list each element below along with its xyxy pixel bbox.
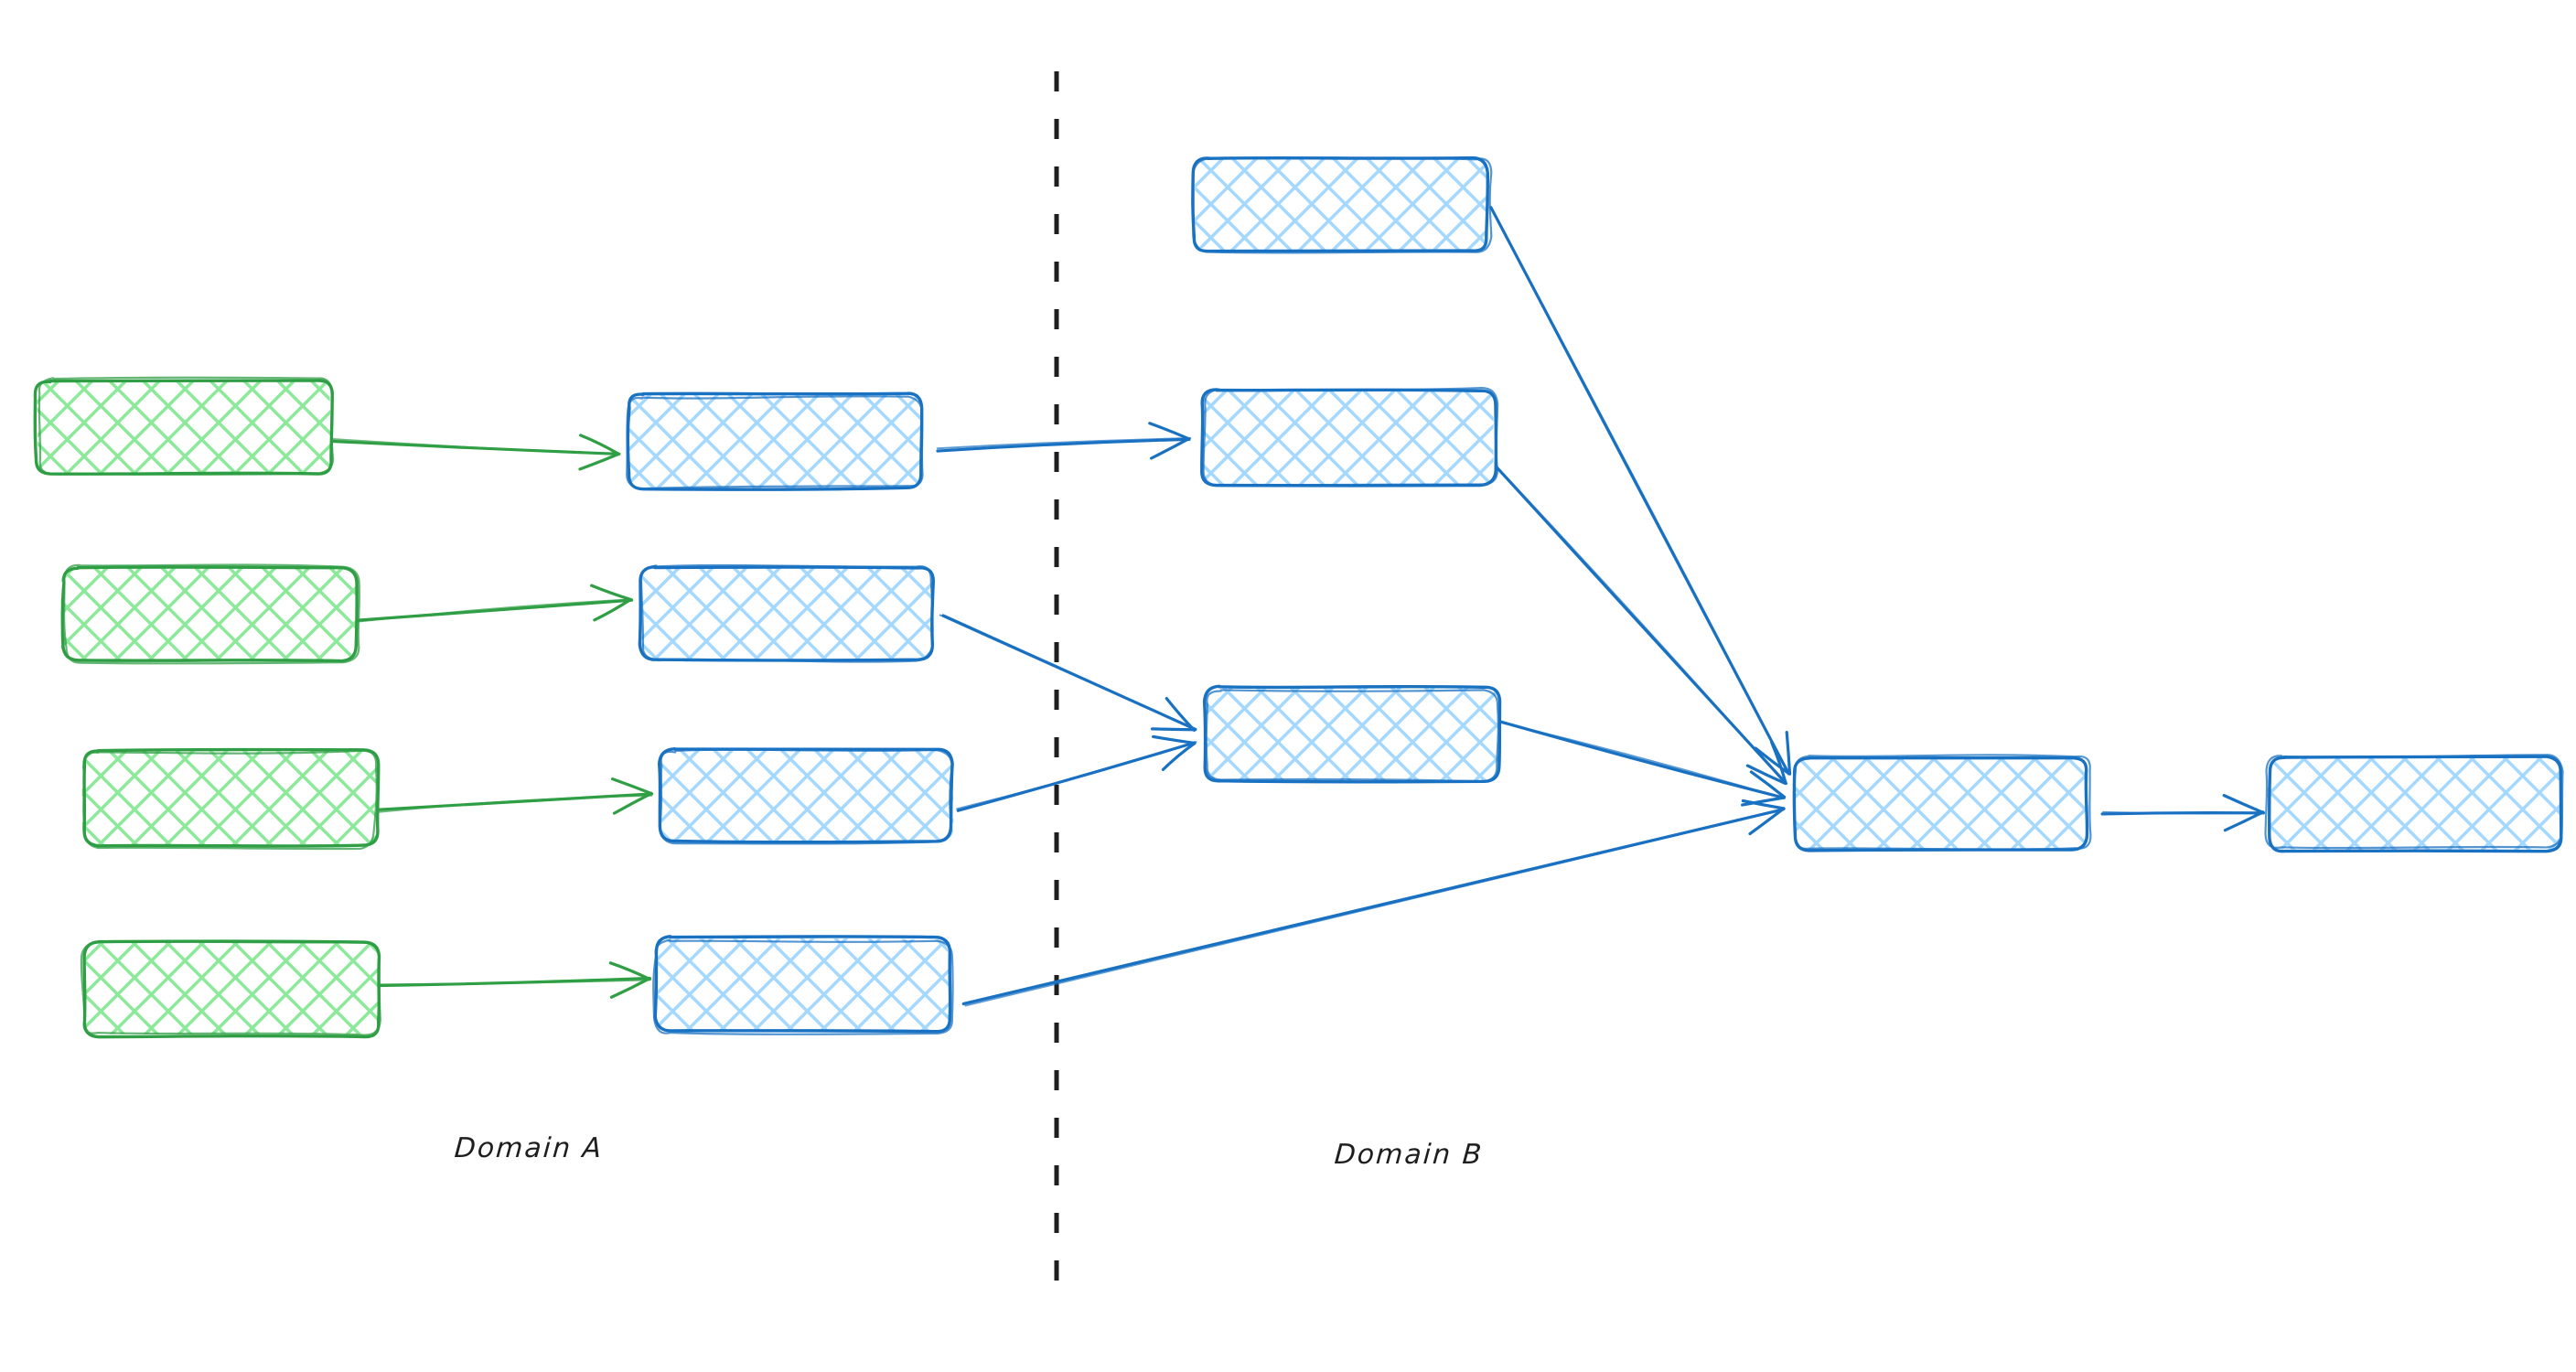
edge-a4-b4[interactable] [377, 961, 652, 999]
arrowhead-stroke [578, 452, 620, 471]
edge-a2-b2[interactable] [354, 584, 634, 623]
arrowhead-stroke [1148, 422, 1191, 441]
node-outline [626, 395, 924, 490]
node-outline [652, 938, 954, 1035]
node-b3[interactable] [657, 746, 954, 845]
arrowhead-stroke [1741, 799, 1786, 810]
label-domain-b: Domain B [1333, 1139, 1485, 1171]
node-fill [656, 938, 950, 1033]
arrowhead-stroke [1161, 742, 1197, 771]
node-outline [62, 563, 360, 665]
node-outline [1200, 388, 1498, 488]
edge-b4-d1[interactable] [961, 799, 1786, 1007]
arrowhead-stroke [590, 584, 633, 602]
edge-d1-e1[interactable] [2100, 794, 2266, 832]
node-fill [1795, 756, 2088, 851]
node-outline [80, 940, 381, 1036]
arrowhead-stroke [579, 434, 620, 456]
node-fill [1194, 155, 1488, 251]
node-outline [2268, 755, 2563, 853]
node-a4[interactable] [80, 939, 381, 1039]
node-fill [660, 748, 954, 843]
edge-line [329, 437, 619, 456]
edge-b1-c2[interactable] [936, 422, 1192, 460]
node-c2[interactable] [1200, 387, 1499, 488]
node-fill [83, 941, 380, 1034]
arrowhead-stroke [608, 961, 651, 981]
arrowhead-stroke [1741, 796, 1787, 807]
edge-line [956, 741, 1197, 810]
arrowhead-stroke [593, 597, 633, 622]
node-outline [2264, 754, 2564, 850]
arrowhead-stroke [1745, 764, 1787, 786]
arrowhead-stroke [1748, 807, 1786, 836]
node-outline [639, 563, 934, 663]
node-fill [1204, 687, 1499, 781]
node-outline [38, 376, 335, 476]
node-b1[interactable] [626, 391, 924, 491]
arrowhead-stroke [1749, 770, 1787, 799]
edge-line [1489, 206, 1790, 776]
edge-c3-d1[interactable] [1498, 720, 1787, 807]
node-outline [1792, 754, 2092, 851]
edge-line [939, 614, 1197, 730]
node-d1[interactable] [1792, 754, 2092, 852]
edge-line [936, 437, 1191, 453]
label-domain-a: Domain A [453, 1132, 605, 1164]
arrowhead-stroke [1150, 437, 1191, 460]
node-b4[interactable] [652, 935, 954, 1035]
node-outline [81, 749, 378, 851]
node-fill [81, 750, 378, 845]
edge-b3-c3[interactable] [956, 734, 1197, 812]
edge-c1-d1[interactable] [1489, 206, 1792, 776]
edge-line [1498, 721, 1785, 799]
node-outline [1202, 387, 1499, 487]
nodes-layer [33, 155, 2564, 1039]
node-e1[interactable] [2264, 754, 2564, 853]
node-b2[interactable] [638, 563, 935, 663]
arrowhead-stroke [2222, 794, 2266, 815]
arrowhead-stroke [1150, 727, 1197, 732]
node-fill [628, 394, 922, 490]
edge-b2-c3[interactable] [939, 614, 1197, 732]
node-fill [60, 567, 357, 662]
edge-line [357, 598, 632, 623]
arrowhead-stroke [1785, 730, 1792, 776]
edge-line [2102, 810, 2263, 815]
node-outline [659, 748, 953, 845]
arrowhead-stroke [1152, 734, 1197, 745]
edges-layer [328, 206, 2266, 1007]
arrowhead-stroke [1754, 746, 1791, 776]
node-outline [1205, 689, 1499, 783]
edge-line [1497, 466, 1786, 784]
edge-line [964, 808, 1786, 1007]
edge-line [378, 979, 650, 986]
node-fill [1202, 390, 1494, 487]
arrowhead-stroke [1165, 697, 1197, 732]
edge-line [373, 794, 653, 814]
node-outline [1192, 156, 1493, 254]
node-fill [2267, 756, 2561, 851]
node-c3[interactable] [1202, 684, 1502, 784]
arrowhead-stroke [612, 791, 653, 815]
node-a2[interactable] [60, 563, 360, 665]
arrowhead-stroke [610, 777, 654, 796]
edge-c2-d1[interactable] [1495, 466, 1788, 786]
node-a1[interactable] [33, 376, 335, 476]
arrowhead-stroke [2223, 810, 2265, 832]
edge-a3-b3[interactable] [373, 777, 654, 815]
arrowhead-stroke [1770, 741, 1787, 785]
node-fill [37, 381, 331, 476]
node-outline [60, 565, 359, 663]
edge-a1-b1[interactable] [328, 434, 621, 471]
edge-line [936, 437, 1192, 450]
node-fill [639, 566, 933, 662]
node-a3[interactable] [81, 747, 381, 851]
node-outline [653, 935, 952, 1034]
arrowhead-stroke [609, 976, 652, 999]
node-c1[interactable] [1191, 155, 1493, 254]
